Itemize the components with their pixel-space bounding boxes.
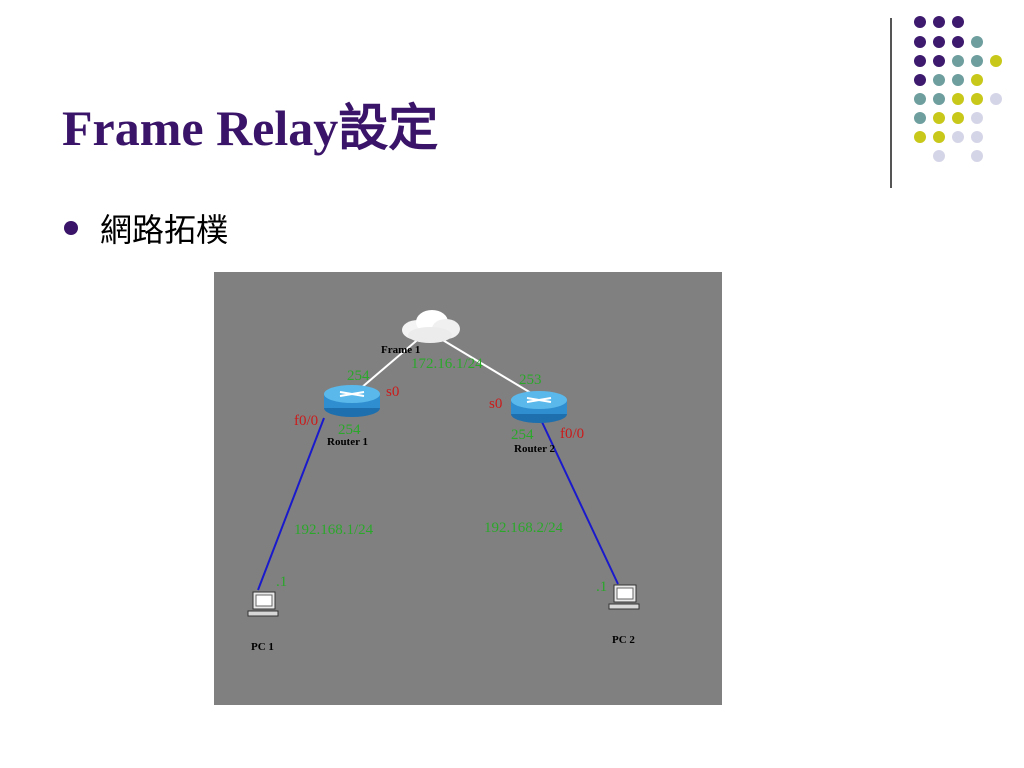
link-frame-router1 xyxy=(353,335,423,395)
dot xyxy=(933,55,945,67)
cloud-label: Frame 1 xyxy=(381,344,420,356)
dot xyxy=(971,150,983,162)
dot xyxy=(914,131,926,143)
slide-title: Frame Relay設定 xyxy=(62,100,439,156)
dot xyxy=(971,74,983,86)
dot xyxy=(952,93,964,105)
pc2-icon xyxy=(608,584,640,610)
router2-s0-label: s0 xyxy=(489,396,502,412)
router2-name: Router 2 xyxy=(514,443,556,455)
dot xyxy=(933,16,945,28)
pc1-icon xyxy=(247,591,279,617)
dot-grid xyxy=(914,16,1002,162)
dot xyxy=(990,93,1002,105)
bullet-text: 網路拓樸 xyxy=(100,211,229,249)
lan1-label: 192.168.1/24 xyxy=(294,522,374,538)
router1-s0-host: 254 xyxy=(347,368,370,384)
dot xyxy=(933,74,945,86)
dot xyxy=(971,55,983,67)
dot xyxy=(952,131,964,143)
pc1-host: .1 xyxy=(276,574,287,590)
topology-svg: Frame 1 172.16.1/24 254 s0 f0/0 254 Rout… xyxy=(247,310,640,653)
link-frame-router2 xyxy=(435,335,537,397)
router1-f0-label: f0/0 xyxy=(294,413,318,429)
bullet-item: 網路拓樸 xyxy=(64,205,228,251)
dot xyxy=(933,112,945,124)
dot xyxy=(971,131,983,143)
router1-f0-host: 254 xyxy=(338,422,361,438)
dot xyxy=(952,16,964,28)
router1-name: Router 1 xyxy=(327,436,368,448)
dot xyxy=(914,55,926,67)
dot xyxy=(933,36,945,48)
frame-network-label: 172.16.1/24 xyxy=(411,356,483,372)
router2-f0-host: 254 xyxy=(511,427,534,443)
router2-f0-label: f0/0 xyxy=(560,426,584,442)
network-topology-diagram: Frame 1 172.16.1/24 254 s0 f0/0 254 Rout… xyxy=(214,272,722,705)
dot xyxy=(990,55,1002,67)
router1-icon xyxy=(324,385,380,417)
pc1-name: PC 1 xyxy=(251,641,274,653)
pc2-name: PC 2 xyxy=(612,634,635,646)
dot xyxy=(914,74,926,86)
dot xyxy=(933,131,945,143)
lan2-label: 192.168.2/24 xyxy=(484,520,564,536)
router2-s0-host: 253 xyxy=(519,372,542,388)
link-router2-pc2 xyxy=(541,421,619,585)
router1-s0-label: s0 xyxy=(386,384,399,400)
dot xyxy=(914,93,926,105)
dot xyxy=(952,74,964,86)
decorative-dots xyxy=(914,16,1002,162)
dot xyxy=(914,16,926,28)
divider-line xyxy=(890,18,892,188)
dot xyxy=(971,36,983,48)
dot xyxy=(933,150,945,162)
link-router1-pc1 xyxy=(257,417,325,591)
dot xyxy=(952,55,964,67)
dot xyxy=(914,36,926,48)
dot xyxy=(971,112,983,124)
dot xyxy=(933,93,945,105)
pc2-host: .1 xyxy=(596,579,607,595)
dot xyxy=(952,112,964,124)
dot xyxy=(914,112,926,124)
dot xyxy=(952,36,964,48)
dot xyxy=(971,93,983,105)
router2-icon xyxy=(511,391,567,423)
bullet-icon xyxy=(64,221,78,235)
frame-relay-cloud-icon xyxy=(402,310,460,343)
